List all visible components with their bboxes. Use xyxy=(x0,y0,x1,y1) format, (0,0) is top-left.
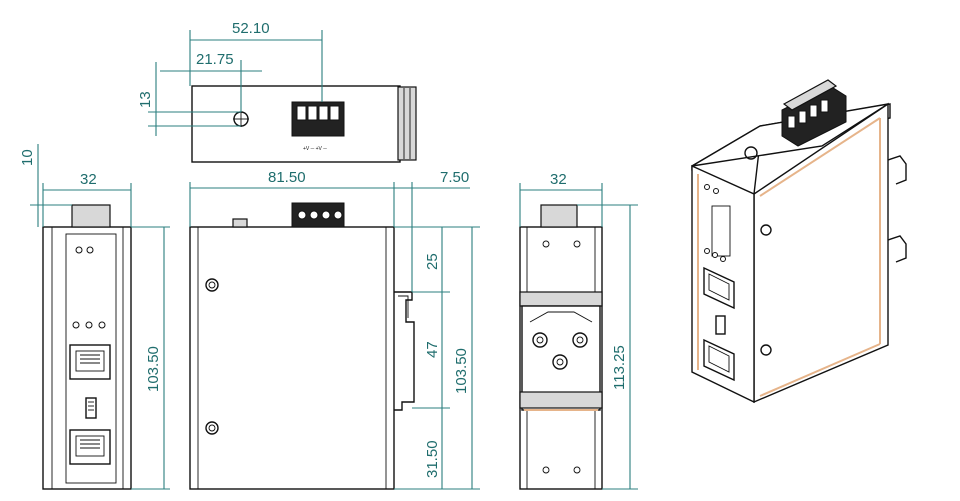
dim-81-50: 81.50 xyxy=(268,169,306,186)
dim-47: 47 xyxy=(424,341,441,358)
dim-52-10: 52.10 xyxy=(232,20,270,37)
dim-32-back: 32 xyxy=(550,171,567,188)
dim-32-front: 32 xyxy=(80,171,97,188)
dim-31-50: 31.50 xyxy=(424,440,441,478)
led-icon xyxy=(86,246,94,254)
dim-103-50-front: 103.50 xyxy=(145,346,162,392)
dim-13: 13 xyxy=(137,91,154,108)
dim-25: 25 xyxy=(424,253,441,270)
svg-text:+V ─ +V ─: +V ─ +V ─ xyxy=(303,146,327,152)
din-rail-bracket xyxy=(519,291,603,411)
rj45-port-icon xyxy=(69,429,111,465)
dim-113-25: 113.25 xyxy=(611,345,628,390)
rj45-port-icon xyxy=(703,338,735,382)
terminal-block-iso xyxy=(781,79,847,147)
led-icon xyxy=(75,246,83,254)
terminal-block-side xyxy=(291,202,345,228)
dim-103-50-side: 103.50 xyxy=(453,348,470,394)
side-view: 81.50 7.50 25 47 31.50 103.50 xyxy=(189,169,480,490)
rj45-port-icon xyxy=(69,344,111,380)
rj45-port-icon xyxy=(703,266,735,310)
dim-7-50: 7.50 xyxy=(440,169,469,186)
dim-21-75: 21.75 xyxy=(196,51,234,68)
top-view: +V ─ +V ─ 52.10 21.75 13 xyxy=(137,20,417,163)
isometric-view xyxy=(691,79,907,404)
front-view: 32 10 103.50 xyxy=(19,144,170,490)
back-view: 32 113.25 xyxy=(519,171,638,490)
terminal-block-top xyxy=(291,101,345,137)
dim-10: 10 xyxy=(19,149,36,166)
